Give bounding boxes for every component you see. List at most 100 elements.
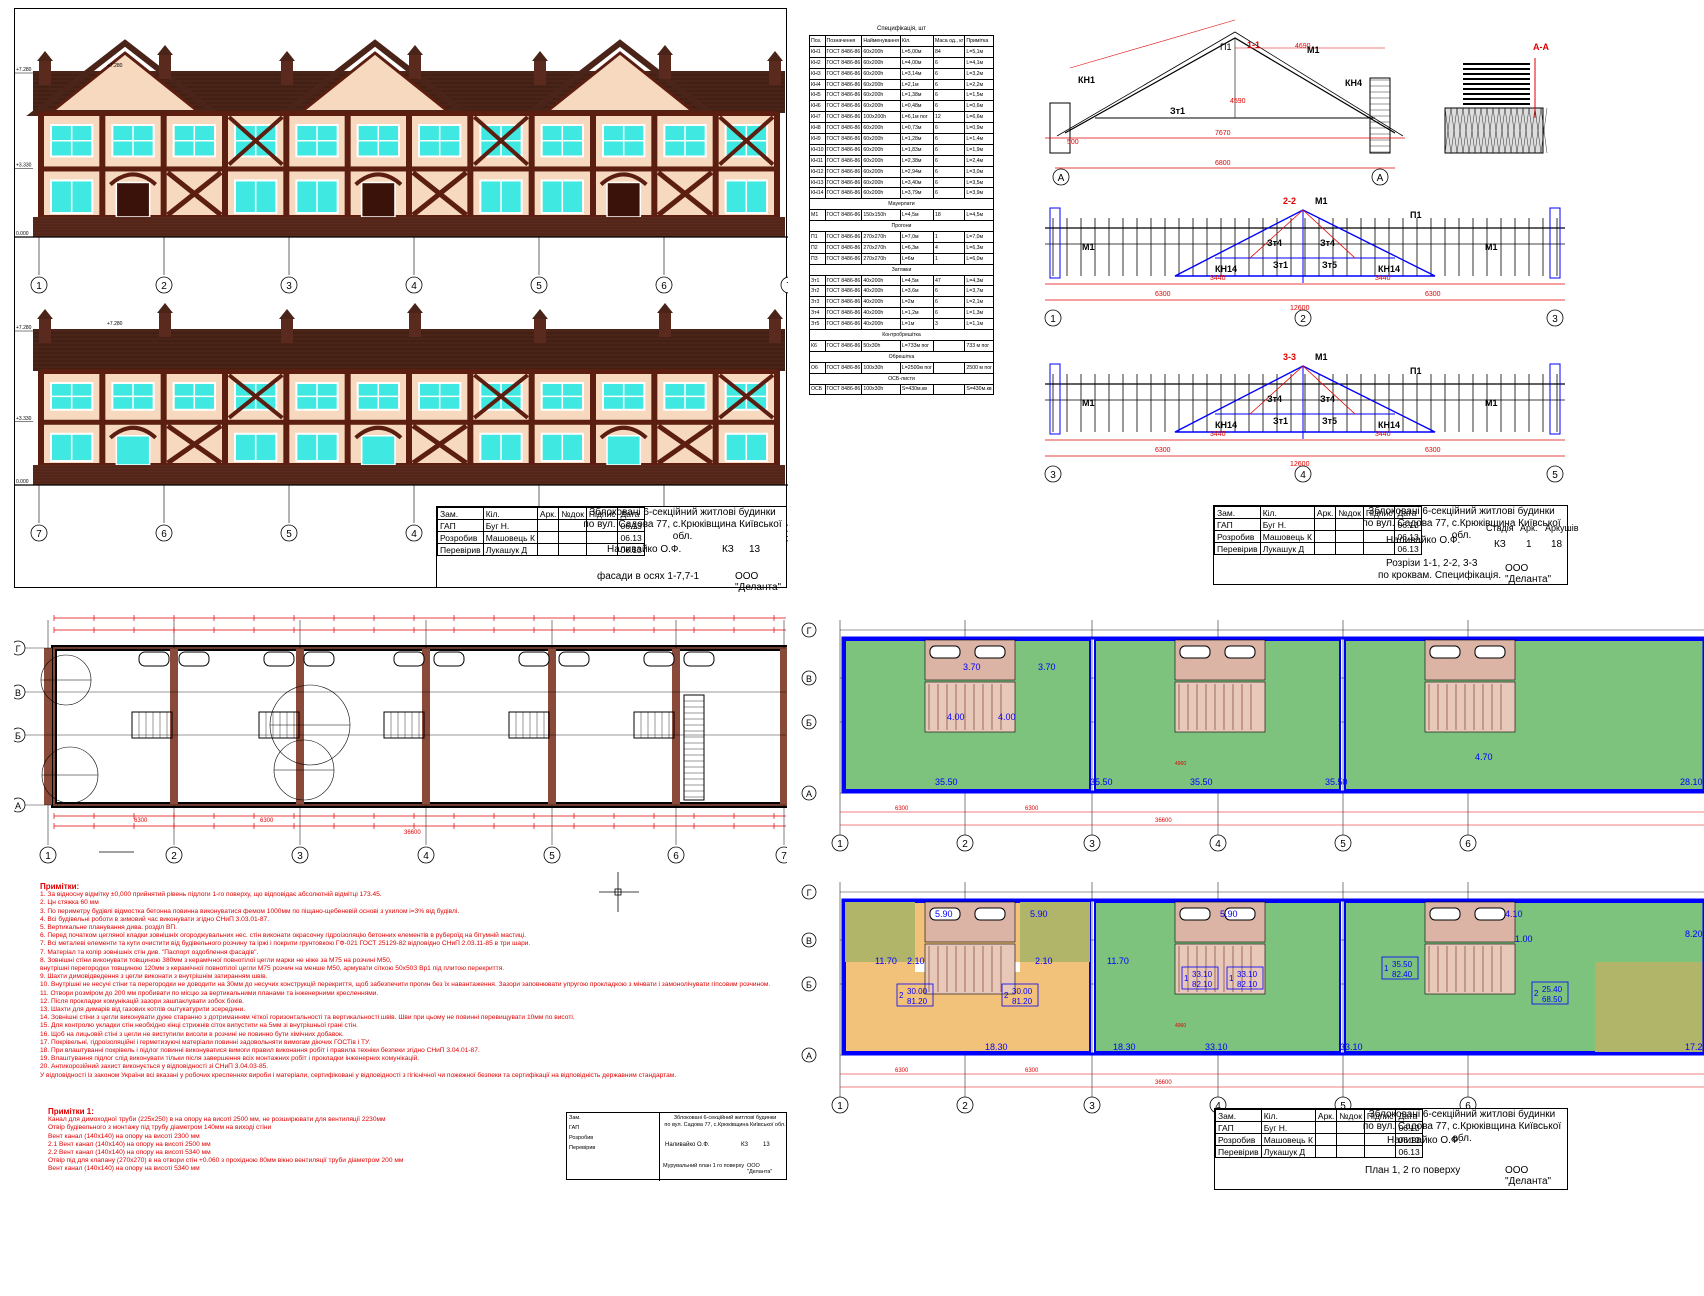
spec-cell: 60х200h [861, 78, 901, 91]
timber-post [467, 371, 474, 479]
entrance-door [115, 435, 151, 466]
dim-label: 6300 [260, 818, 274, 824]
bathtub [1429, 645, 1461, 659]
apartment-tag [1226, 966, 1264, 990]
truss [1174, 365, 1436, 433]
stair [131, 711, 173, 739]
q3-sheet-no: 13 [763, 1142, 770, 1148]
apartment-tag [1001, 983, 1039, 1007]
bathtub [683, 651, 715, 667]
mesh-line [1540, 107, 1548, 154]
timber-post [406, 113, 412, 231]
timber-post [712, 113, 719, 231]
timber-post [651, 113, 658, 231]
level-label: 0.000 [16, 231, 29, 237]
apartment-tag [1381, 956, 1419, 980]
room-olive [1020, 902, 1090, 962]
spec-cell: 6 [932, 296, 966, 309]
member-label: КН1 [1078, 75, 1095, 85]
chimney-cap [657, 45, 673, 55]
entrance-door [606, 181, 642, 218]
stamp-cell: 06.13 [617, 531, 645, 544]
outer-wall [841, 898, 1704, 1056]
spec-cell: 6 [932, 176, 966, 189]
chimney [159, 55, 171, 79]
stamp-cell: 06.13 [1394, 542, 1422, 555]
spec-cell: КН8 [809, 122, 826, 135]
spec-title: Специфікація, шт [877, 26, 926, 32]
mesh-line [1510, 107, 1518, 154]
member-label: П1 [1220, 42, 1231, 52]
strut [1302, 209, 1356, 259]
project-title-line1: Зблоковані 6-секційний житлові будинки [1368, 1109, 1556, 1120]
spec-cell: 6 [932, 133, 966, 145]
apartment-total: 81.20 [1012, 997, 1033, 1006]
spec-cell: 6 [932, 67, 966, 80]
axis-bubble [1209, 834, 1227, 852]
q2-stage: КЗ [1494, 539, 1506, 550]
spec-cell: ГОСТ 8486-86 [824, 133, 863, 145]
axis-label: А [15, 801, 21, 811]
spec-cell: 40х200h [861, 274, 901, 287]
spec-cell: 150х150h [861, 209, 901, 222]
spec-cell: L=4,5м [964, 209, 994, 222]
apartment-total: 82.10 [1192, 980, 1213, 989]
timber-post [712, 371, 719, 479]
axis-bubble [543, 846, 561, 864]
spec-cell: L=2,94м [899, 165, 934, 178]
room-area: 28.10 [1680, 777, 1703, 787]
spec-group-row: Мауерлати [809, 198, 994, 211]
entrance-door [606, 435, 642, 466]
spec-cell: L=1,4м [964, 133, 994, 145]
room-area: 35.50 [935, 777, 958, 787]
axis-label: 4 [1215, 1101, 1221, 1112]
door-canopy [599, 425, 648, 440]
spec-cell: S=430м.кв [899, 383, 934, 396]
axis-label: 1 [1050, 314, 1056, 325]
mesh-line [1486, 107, 1494, 154]
q3-company: ООО "Деланта" [747, 1163, 773, 1175]
entrance-door [360, 435, 396, 466]
stamp-cell: Розробив [437, 531, 484, 544]
chimney-cap [532, 309, 548, 319]
stamp-cell: Розробив [1215, 1133, 1262, 1146]
apartment-area: 30.00 [1012, 987, 1033, 996]
notes1-title: Примітки 1: [48, 1107, 94, 1116]
axis-label: 6 [1465, 839, 1471, 850]
chimney [39, 319, 51, 343]
q1-company: ООО "Деланта" [735, 571, 782, 593]
general-notes: Примітки: 1. За відносну відмітку ±0,000… [40, 882, 770, 1080]
spec-cell: 6 [932, 187, 966, 200]
axis-bubble [1459, 834, 1477, 852]
bathtub [643, 651, 675, 667]
bathtub [393, 651, 425, 667]
spec-cell: 2500 м пог [964, 361, 994, 374]
timber-post [344, 113, 351, 231]
apartment-number: 1 [1384, 964, 1389, 973]
dim-label: 3440 [1375, 275, 1391, 282]
project-title-line2: по вул. Садова 77, с.Крюківщина Київсько… [1362, 518, 1561, 541]
q2-sheet-name-1: Розрізи 1-1, 2-2, 3-3 [1386, 558, 1478, 569]
dim-label: 500 [1067, 139, 1079, 146]
axis-bubble [801, 622, 817, 638]
member-label: КН4 [1345, 78, 1362, 88]
stair-hall [1174, 943, 1266, 995]
axis-bubble [1044, 465, 1062, 483]
bathtub [974, 907, 1006, 921]
axis-label: В [15, 688, 21, 698]
timber-post [38, 371, 44, 479]
bathtub [263, 651, 295, 667]
dim-label: 3440 [1210, 431, 1226, 438]
spec-cell: L=1,83м [899, 143, 934, 156]
timber-post [528, 113, 535, 231]
spec-cell: L=2,2м [964, 78, 994, 91]
timber-post [222, 371, 228, 479]
spec-cell: 47 [932, 274, 966, 287]
timber-brace [718, 373, 775, 420]
